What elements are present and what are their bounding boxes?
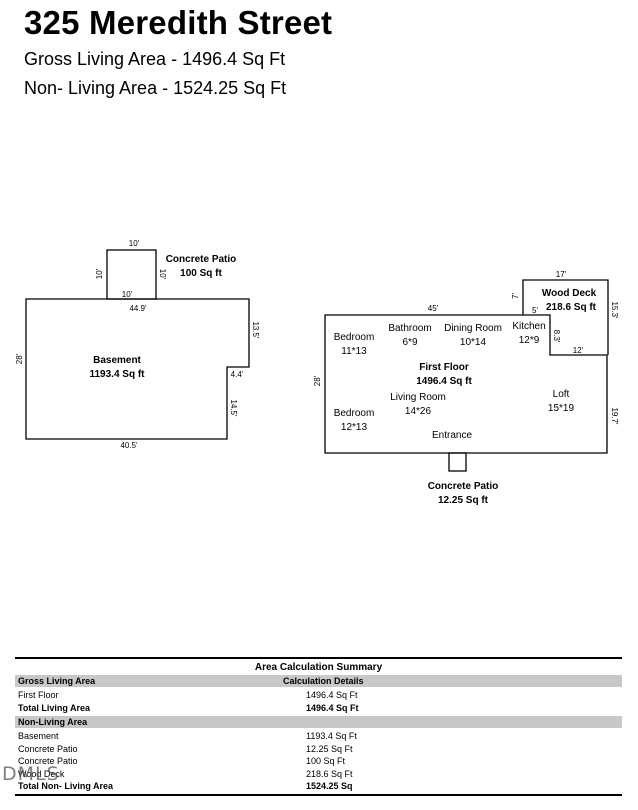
left-patio-dim-bottom: 10' <box>122 290 133 299</box>
front-patio-outline <box>448 452 467 472</box>
row-value: 218.6 Sq Ft <box>306 768 353 779</box>
living-room-name: Living Room <box>390 392 446 403</box>
table-row: Concrete Patio 100 Sq Ft <box>15 755 622 768</box>
living-room-size: 14*26 <box>405 406 432 417</box>
kitchen-size: 12*9 <box>519 335 540 346</box>
first-floor-outline <box>324 314 608 454</box>
summary-title: Area Calculation Summary <box>254 662 383 673</box>
row-label: First Floor <box>18 690 59 700</box>
basement-dim-top: 44.9' <box>129 304 147 313</box>
deck-area: 218.6 Sq ft <box>546 302 597 313</box>
left-patio-title: Concrete Patio <box>166 254 237 265</box>
total-non-living-row: Total Non- Living Area 1524.25 Sq <box>15 780 622 793</box>
bedroom-2-name: Bedroom <box>334 408 375 419</box>
floor-dim-top: 45' <box>428 304 439 313</box>
row-label: Concrete Patio <box>18 756 78 766</box>
area-summary-table: Area Calculation Summary Gross Living Ar… <box>15 657 622 796</box>
deck-dim-8-3: 8.3' <box>552 330 561 343</box>
row-value: 1524.25 Sq <box>306 781 353 791</box>
total-living-row: Total Living Area 1496.4 Sq Ft <box>15 702 622 715</box>
basement-dim-right-lower: 14.5' <box>229 399 238 417</box>
kitchen-name: Kitchen <box>512 321 545 332</box>
table-row: Concrete Patio 12.25 Sq Ft <box>15 743 622 756</box>
left-patio-dim-right: 10' <box>158 269 167 280</box>
row-label: Wood Deck <box>18 768 65 779</box>
loft-name: Loft <box>553 389 570 400</box>
basement-title: Basement <box>93 355 141 366</box>
entrance-label: Entrance <box>432 430 472 441</box>
left-patio-dim-top: 10' <box>129 239 140 248</box>
floor-dim-right: 19.7' <box>610 407 619 425</box>
left-patio-dim-left: 10' <box>95 268 104 279</box>
left-patio-area: 100 Sq ft <box>180 268 222 279</box>
first-floor-area: 1496.4 Sq ft <box>416 376 472 387</box>
basement-dim-step: 4.4' <box>231 370 244 379</box>
wood-deck-outline <box>522 279 609 355</box>
calculation-details-header: Calculation Details <box>283 676 364 686</box>
gross-living-subtitle: Gross Living Area - 1496.4 Sq Ft <box>24 49 286 69</box>
dmls-watermark: DMLS <box>2 763 60 785</box>
row-value: 12.25 Sq Ft <box>306 743 353 754</box>
page-title: 325 Meredith Street <box>24 4 333 41</box>
non-living-header: Non-Living Area <box>15 716 622 728</box>
non-living-header-label: Non-Living Area <box>18 717 88 727</box>
table-row: First Floor 1496.4 Sq Ft <box>15 689 622 702</box>
deck-dim-right: 15.3' <box>610 301 619 319</box>
deck-dim-left: 7' <box>511 293 520 299</box>
bedroom-1-size: 11*13 <box>341 346 367 357</box>
basement-dim-bottom: 40.5' <box>120 441 138 450</box>
basement-area: 1193.4 Sq ft <box>89 369 145 380</box>
floor-dim-left: 28' <box>313 375 322 386</box>
table-row: Wood Deck 218.6 Sq Ft <box>15 768 622 781</box>
row-label: Total Living Area <box>18 702 91 713</box>
bathroom-name: Bathroom <box>388 323 431 334</box>
row-value: 100 Sq Ft <box>306 756 346 766</box>
gross-living-header: Gross Living Area Calculation Details <box>15 675 622 687</box>
row-label: Concrete Patio <box>18 743 78 754</box>
front-patio-area: 12.25 Sq ft <box>438 495 489 506</box>
loft-size: 15*19 <box>548 403 575 414</box>
non-living-subtitle: Non- Living Area - 1524.25 Sq Ft <box>24 78 287 98</box>
bedroom-1-name: Bedroom <box>334 332 375 343</box>
bedroom-2-size: 12*13 <box>341 422 368 433</box>
dining-room-size: 10*14 <box>460 337 487 348</box>
row-value: 1496.4 Sq Ft <box>306 690 358 700</box>
deck-dim-bottom: 12' <box>573 346 584 355</box>
bathroom-size: 6*9 <box>402 337 417 348</box>
gross-living-header-label: Gross Living Area <box>18 676 96 686</box>
deck-dim-5: 5' <box>532 306 538 315</box>
row-label: Basement <box>18 731 59 741</box>
row-label: Total Non- Living Area <box>18 781 114 791</box>
table-row: Basement 1193.4 Sq Ft <box>15 730 622 743</box>
first-floor-title: First Floor <box>419 362 469 373</box>
deck-dim-top: 17' <box>556 270 567 279</box>
dining-room-name: Dining Room <box>444 323 502 334</box>
basement-outline <box>25 298 250 440</box>
front-patio-title: Concrete Patio <box>428 481 499 492</box>
basement-dim-right-upper: 13.5' <box>251 321 260 339</box>
deck-title: Wood Deck <box>542 288 597 299</box>
basement-dim-left: 28' <box>15 353 24 364</box>
row-value: 1193.4 Sq Ft <box>306 731 357 741</box>
row-value: 1496.4 Sq Ft <box>306 702 359 713</box>
floor-plan-drawing: 10' 10' 10' 10' Concrete Patio 100 Sq ft… <box>15 239 619 506</box>
